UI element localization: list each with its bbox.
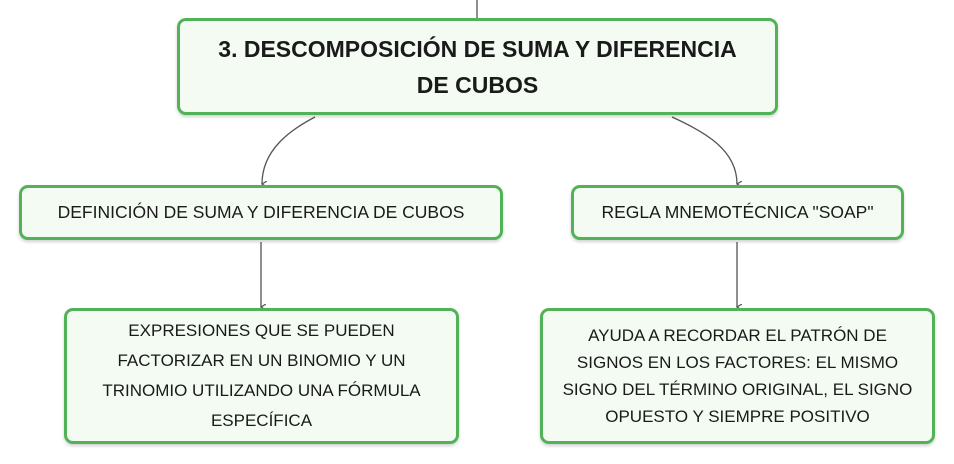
sign-pattern-node[interactable]: AYUDA A RECORDAR EL PATRÓN DE SIGNOS EN … xyxy=(540,308,935,444)
soap-rule-node-label: REGLA MNEMOTÉCNICA "SOAP" xyxy=(601,202,874,222)
root-node[interactable]: 3. DESCOMPOSICIÓN DE SUMA Y DIFERENCIA D… xyxy=(177,18,778,115)
connector-root-to-definition xyxy=(262,116,316,184)
definition-node[interactable]: DEFINICIÓN DE SUMA Y DIFERENCIA DE CUBOS xyxy=(19,185,503,240)
definition-node-label: DEFINICIÓN DE SUMA Y DIFERENCIA DE CUBOS xyxy=(57,202,465,222)
connector-root-to-soap xyxy=(671,116,737,184)
expressions-node[interactable]: EXPRESIONES QUE SE PUEDEN FACTORIZAR EN … xyxy=(64,308,459,444)
expressions-node-label: EXPRESIONES QUE SE PUEDEN FACTORIZAR EN … xyxy=(102,321,421,430)
sign-pattern-node-label: AYUDA A RECORDAR EL PATRÓN DE SIGNOS EN … xyxy=(562,326,913,426)
soap-rule-node[interactable]: REGLA MNEMOTÉCNICA "SOAP" xyxy=(571,185,904,240)
root-node-label: 3. DESCOMPOSICIÓN DE SUMA Y DIFERENCIA D… xyxy=(218,35,737,98)
